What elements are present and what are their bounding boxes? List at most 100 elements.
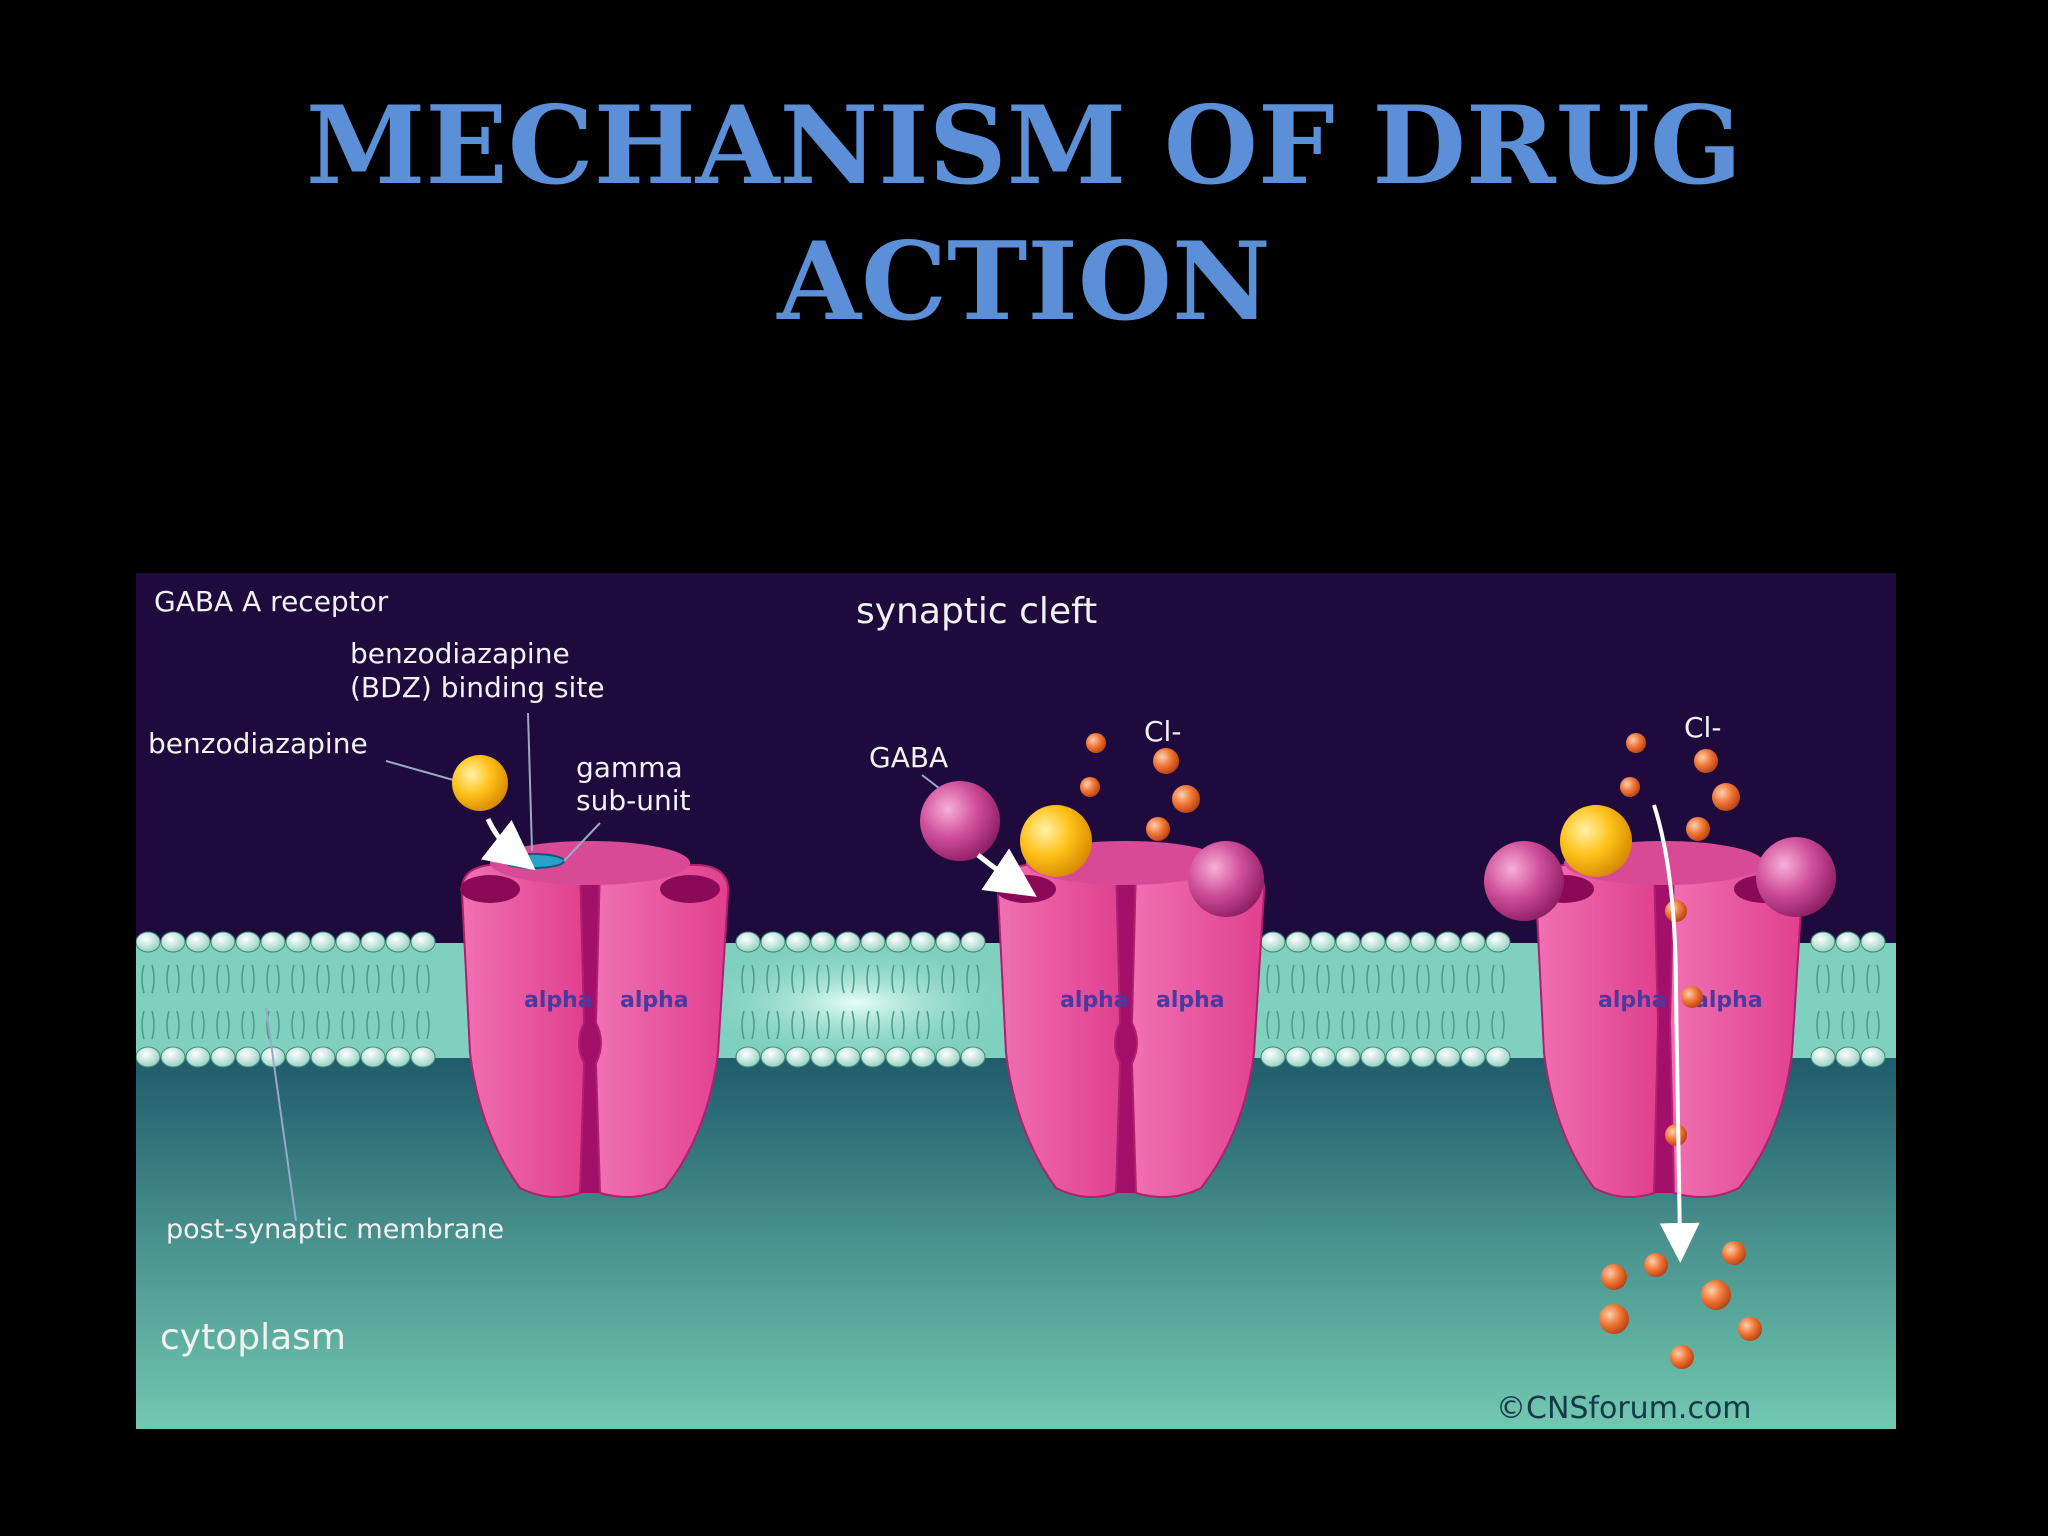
lipid-tail (266, 964, 280, 994)
lipid-tail (166, 1010, 180, 1040)
lipid-head (935, 931, 961, 953)
lipid-tail (1841, 1010, 1855, 1040)
benzodiazapine-molecule (1020, 805, 1092, 877)
lipid-tail (391, 1010, 405, 1040)
label-cytoplasm: cytoplasm (160, 1317, 346, 1358)
lipid-head (1485, 931, 1511, 953)
gaba-molecule (1484, 841, 1564, 921)
lipid-head (810, 931, 836, 953)
lipid-tail (1391, 964, 1405, 994)
lipid-head (1860, 1046, 1886, 1068)
lipid-head (1860, 931, 1886, 953)
binding-pocket (996, 875, 1056, 903)
lipid-head (835, 1046, 861, 1068)
lipid-head (235, 1046, 261, 1068)
lipid-tail (916, 1010, 930, 1040)
lipid-tail (1366, 1010, 1380, 1040)
lipid-tail (866, 964, 880, 994)
gaba-molecule (920, 781, 1000, 861)
lipid-tail (1341, 964, 1355, 994)
lipid-head (385, 1046, 411, 1068)
lipid-head (1260, 1046, 1286, 1068)
lipid-tail (941, 964, 955, 994)
lipid-head (1360, 1046, 1386, 1068)
lipid-head (210, 931, 236, 953)
lipid-tail (1866, 964, 1880, 994)
lipid-head (760, 1046, 786, 1068)
membrane-glow (686, 943, 1026, 1063)
lipid-head (1335, 931, 1361, 953)
lipid-tail (266, 1010, 280, 1040)
chloride-ion (1644, 1253, 1668, 1277)
lipid-tail (1841, 964, 1855, 994)
chloride-ion (1681, 986, 1703, 1008)
alpha-subunit-right (594, 864, 730, 1198)
lipid-head (1810, 931, 1836, 953)
lipid-tail (816, 964, 830, 994)
chloride-ion (1701, 1280, 1731, 1310)
lipid-head (860, 931, 886, 953)
chloride-ion (1172, 785, 1200, 813)
label-bdz-site-line-2: (BDZ) binding site (350, 671, 605, 704)
lipid-head (160, 931, 186, 953)
lipid-tail (166, 964, 180, 994)
chloride-ion (1620, 777, 1640, 797)
gaba-binding-arrow (976, 848, 1037, 897)
benzodiazapine-molecule (1560, 805, 1632, 877)
lipid-tail (416, 1010, 430, 1040)
lipid-tail (141, 1010, 155, 1040)
lipid-tail (316, 1010, 330, 1040)
lipid-tail (1416, 1010, 1430, 1040)
lipid-head (910, 931, 936, 953)
lipid-head (835, 931, 861, 953)
lipid-tail (291, 1010, 305, 1040)
subunit-label-alpha: alpha (1694, 988, 1763, 1013)
gamma-subunit (490, 841, 690, 885)
lipid-head (310, 931, 336, 953)
lipid-head (310, 1046, 336, 1068)
subunit-label-alpha: alpha (620, 988, 689, 1013)
lipid-head (760, 931, 786, 953)
chloride-ion (1670, 1345, 1694, 1369)
lipid-head (1485, 1046, 1511, 1068)
chloride-ion (1153, 748, 1179, 774)
lipid-head (885, 931, 911, 953)
binding-pocket (660, 875, 720, 903)
lipid-tail (1391, 1010, 1405, 1040)
lipid-tail (1416, 964, 1430, 994)
chloride-ion (1665, 900, 1687, 922)
lipid-tail (741, 1010, 755, 1040)
lipid-tail (1291, 1010, 1305, 1040)
lipid-head (410, 1046, 436, 1068)
lipid-head (385, 931, 411, 953)
chloride-ion (1712, 783, 1740, 811)
lipid-tail (216, 964, 230, 994)
chloride-ion (1599, 1304, 1629, 1334)
lipid-tail (1366, 964, 1380, 994)
lipid-tail (1291, 964, 1305, 994)
lipid-tail (366, 964, 380, 994)
lipid-tail (341, 1010, 355, 1040)
molecules (452, 733, 1836, 1369)
lipid-head (360, 1046, 386, 1068)
lipid-head (1410, 931, 1436, 953)
lipid-tail (766, 964, 780, 994)
lipid-head (235, 931, 261, 953)
chloride-ion (1601, 1264, 1627, 1290)
lipid-tail (766, 1010, 780, 1040)
lipid-head (910, 1046, 936, 1068)
lipid-head (1410, 1046, 1436, 1068)
lipid-tail (741, 964, 755, 994)
lipid-head (1460, 1046, 1486, 1068)
lipid-head (960, 1046, 986, 1068)
lipid-tail (241, 964, 255, 994)
lipid-head (1835, 931, 1861, 953)
lipid-head (285, 1046, 311, 1068)
lipid-tail (1441, 964, 1455, 994)
lipid-tail (391, 964, 405, 994)
lipid-tail (1816, 964, 1830, 994)
chloride-ion (1086, 733, 1106, 753)
